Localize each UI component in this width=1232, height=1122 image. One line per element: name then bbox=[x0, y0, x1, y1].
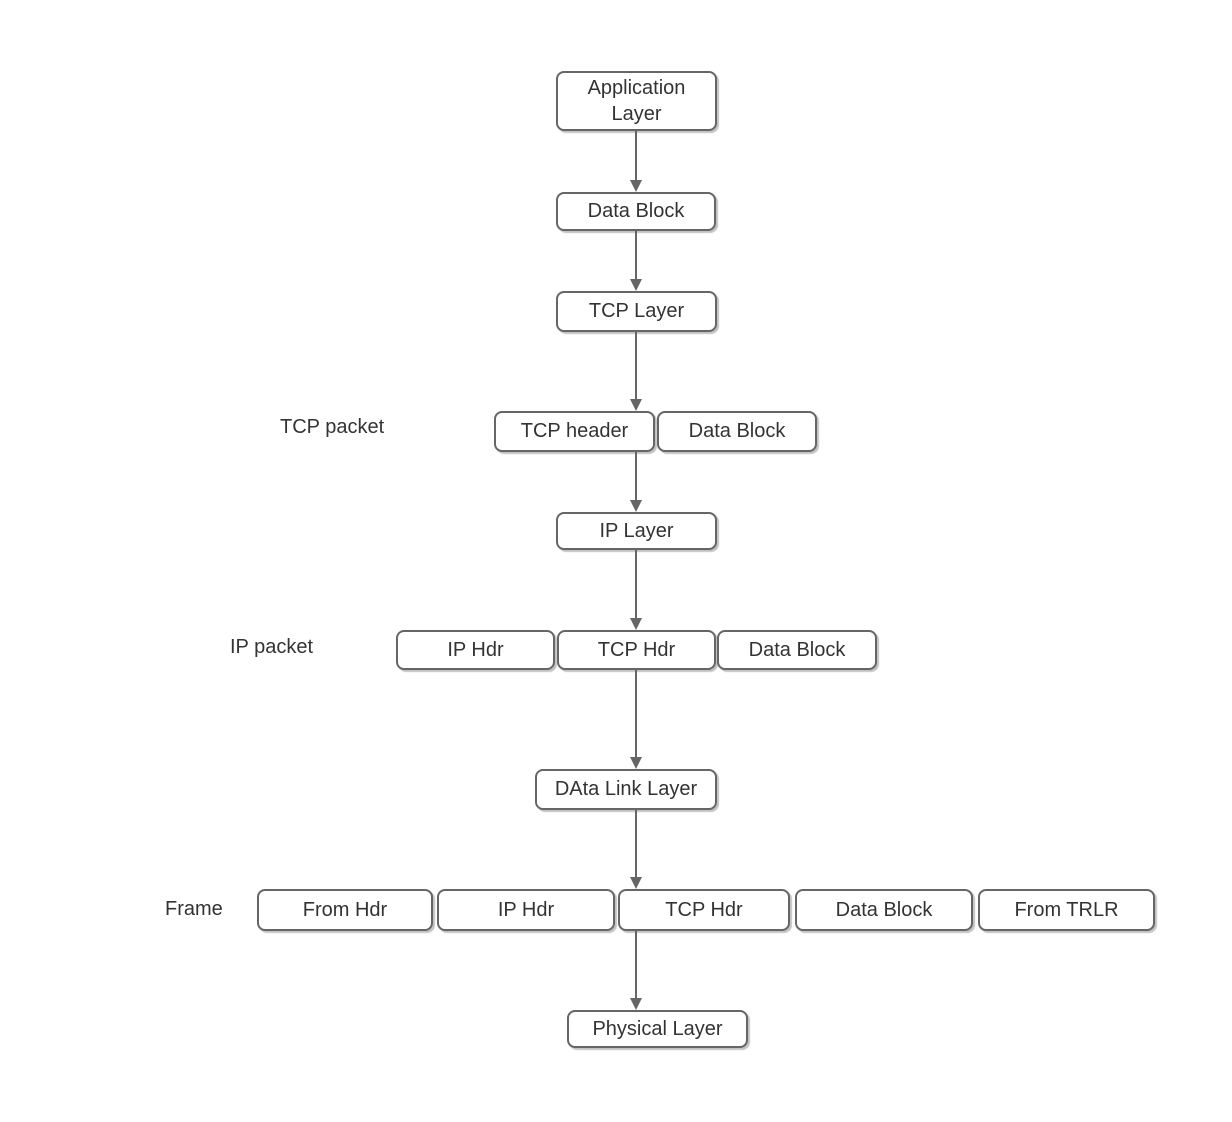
flow-arrow-datablock-to-tcplayer bbox=[635, 231, 637, 279]
node-frame-from-trlr: From TRLR bbox=[978, 889, 1155, 931]
node-data-block-tcp-row: Data Block bbox=[657, 411, 817, 452]
node-frame-data-block: Data Block bbox=[795, 889, 973, 931]
flow-arrow-tcplayer-to-tcppacket bbox=[635, 332, 637, 399]
node-frame-from-hdr: From Hdr bbox=[257, 889, 433, 931]
flow-arrow-ippacket-to-datalink bbox=[635, 670, 637, 757]
flow-arrow-tcppacket-to-iplayer bbox=[635, 452, 637, 500]
flow-arrow-app-to-datablock bbox=[635, 131, 637, 180]
node-tcp-header: TCP header bbox=[494, 411, 655, 452]
node-ip-hdr: IP Hdr bbox=[396, 630, 555, 670]
flow-arrow-datalink-to-frame bbox=[635, 810, 637, 877]
node-data-block-top: Data Block bbox=[556, 192, 716, 231]
node-data-link-layer: DAta Link Layer bbox=[535, 769, 717, 810]
flow-arrow-iplayer-to-ippacket bbox=[635, 550, 637, 618]
node-tcp-layer: TCP Layer bbox=[556, 291, 717, 332]
node-frame-tcp-hdr: TCP Hdr bbox=[618, 889, 790, 931]
flow-arrow-frame-to-physical bbox=[635, 931, 637, 998]
node-ip-layer: IP Layer bbox=[556, 512, 717, 550]
node-frame-ip-hdr: IP Hdr bbox=[437, 889, 615, 931]
row-label-tcp-packet: TCP packet bbox=[280, 416, 385, 438]
node-application-layer: Application Layer bbox=[556, 71, 717, 131]
row-label-ip-packet: IP packet bbox=[230, 636, 314, 658]
node-data-block-ip-row: Data Block bbox=[717, 630, 877, 670]
node-physical-layer: Physical Layer bbox=[567, 1010, 748, 1048]
node-tcp-hdr: TCP Hdr bbox=[557, 630, 716, 670]
row-label-frame: Frame bbox=[165, 898, 223, 920]
